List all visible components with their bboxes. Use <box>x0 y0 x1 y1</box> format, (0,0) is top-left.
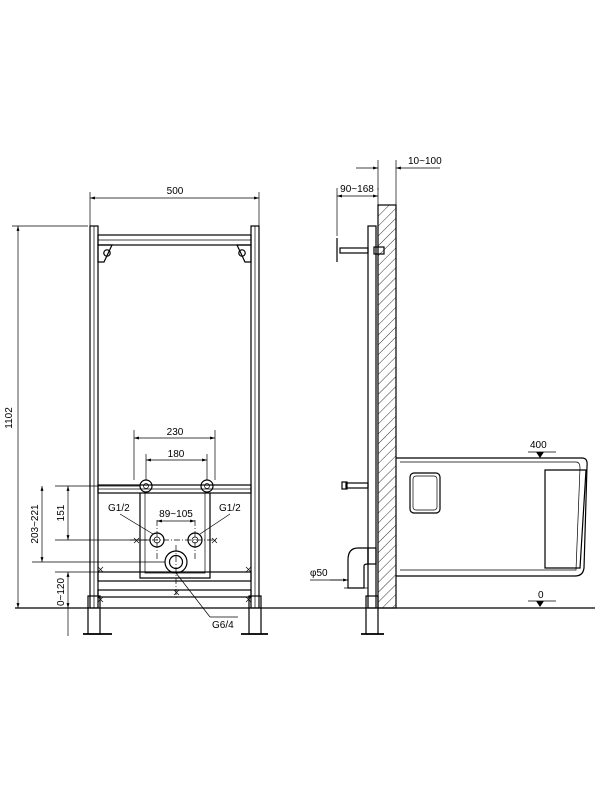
wall-rod-top <box>339 247 369 254</box>
frame-lower-bar <box>97 571 252 582</box>
dim-wall-offset: 10~100 <box>408 156 442 167</box>
fitting-top-right-icon <box>200 479 214 493</box>
dim-bowl-height: 400 <box>530 440 547 451</box>
bowl-cover-plate <box>409 472 441 514</box>
front-view: 500 1102 230 180 G1/2 G1/2 89~105 151 20… <box>4 186 268 636</box>
label-drain-fitting: G6/4 <box>212 620 234 631</box>
dim-center-range: 89~105 <box>159 509 193 520</box>
mounting-hole-icon <box>103 249 111 257</box>
fitting-top-left-icon <box>139 479 153 493</box>
floor-marker-icon <box>536 601 544 607</box>
label-fitting-left: G1/2 <box>108 503 130 514</box>
wall-rod-mid <box>345 482 369 489</box>
mounting-hole-icon <box>238 249 246 257</box>
wall-section <box>377 204 397 609</box>
cross-marker-icon <box>97 537 252 603</box>
dim-valve-height: 151 <box>56 504 67 521</box>
dim-drain-diameter: φ50 <box>310 568 328 579</box>
wall-hung-bowl <box>396 457 588 577</box>
dim-width: 500 <box>167 186 184 197</box>
dim-adjust-range-1: 203~221 <box>30 504 41 544</box>
level-marker-icon <box>536 452 544 458</box>
drain-elbow-icon <box>347 547 369 589</box>
dim-pipe-spacing-outer: 230 <box>167 427 184 438</box>
frame-base-bar <box>97 589 252 598</box>
frame-side-post <box>367 225 377 609</box>
label-fitting-right: G1/2 <box>219 503 241 514</box>
label-floor-level: 0 <box>538 590 544 601</box>
side-view: 10~100 90~168 400 φ50 0 <box>310 156 588 635</box>
dim-height: 1102 <box>4 407 15 429</box>
dim-pipe-spacing-inner: 180 <box>168 449 185 460</box>
dim-adjust-range-2: 0~120 <box>56 578 67 607</box>
dim-rod-offset: 90~168 <box>340 184 374 195</box>
